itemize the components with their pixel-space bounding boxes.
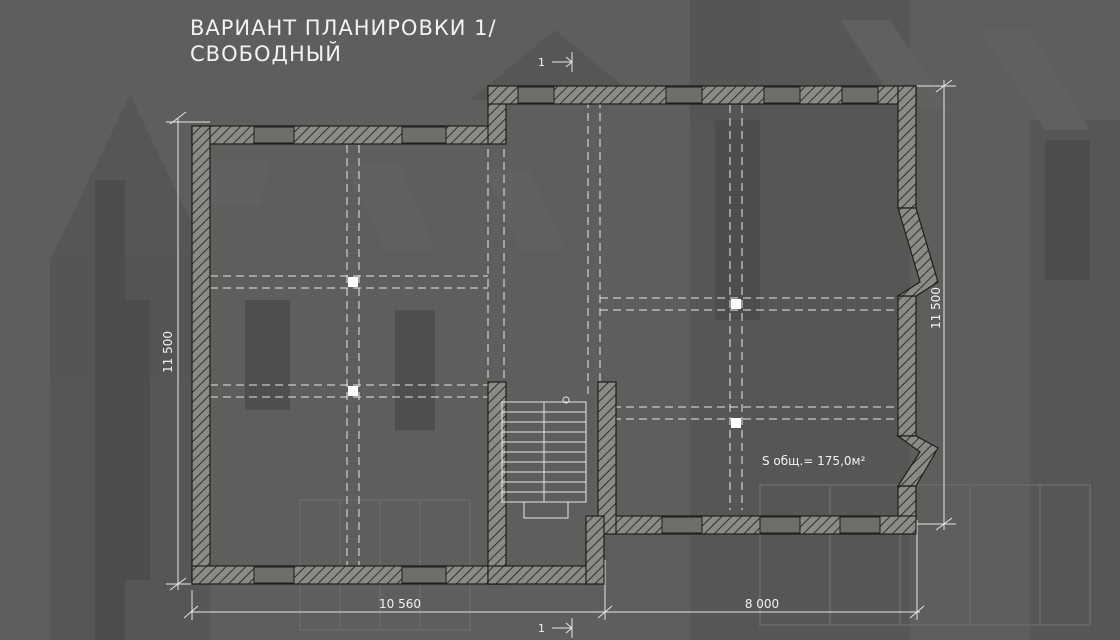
section-mark-top: 1 — [538, 56, 545, 69]
grid-lines — [210, 100, 897, 565]
staircase — [501, 396, 587, 519]
dimension-lines — [166, 79, 956, 620]
page-title-line-1: ВАРИАНТ ПЛАНИРОВКИ 1/ — [190, 16, 497, 40]
section-mark-bottom: 1 — [538, 622, 545, 635]
dimension-right-height: 11 500 — [929, 287, 943, 329]
windows — [253, 86, 881, 584]
page-title-line-2: СВОБОДНЫЙ — [190, 42, 342, 66]
dimension-left-height: 11 500 — [161, 331, 175, 373]
walls — [191, 85, 939, 585]
section-markers — [552, 52, 573, 638]
column-markers — [348, 277, 741, 428]
dimension-bottom-right-width: 8 000 — [745, 597, 779, 611]
area-label: S общ.= 175,0м² — [762, 454, 866, 468]
dimension-bottom-left-width: 10 560 — [379, 597, 421, 611]
